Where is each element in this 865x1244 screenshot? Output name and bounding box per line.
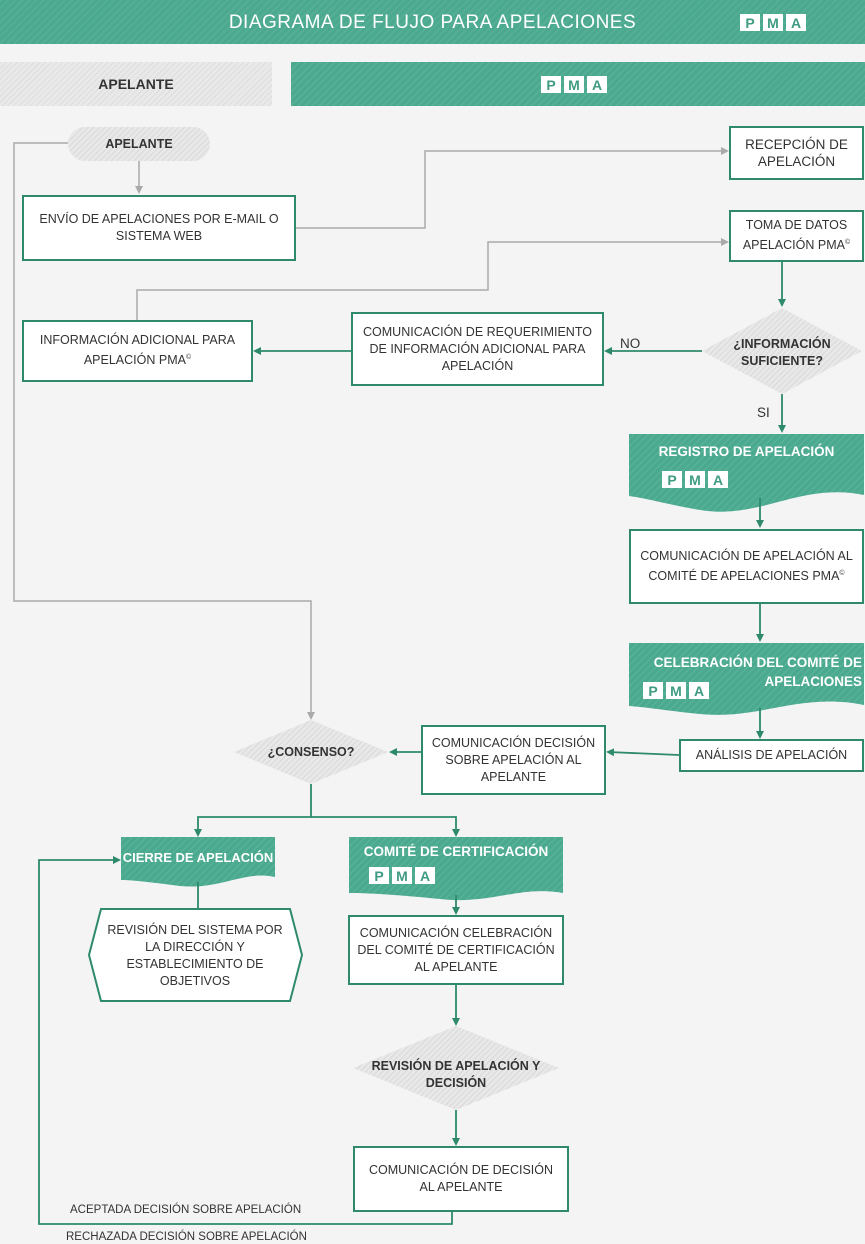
node-envio: ENVÍO DE APELACIONES POR E-MAIL O SISTEM… bbox=[22, 195, 296, 261]
node-comunicacion-cert: COMUNICACIÓN CELEBRACIÓN DEL COMITÉ DE C… bbox=[348, 915, 564, 985]
consenso-diamond bbox=[234, 720, 388, 784]
edge-label-rechazada: RECHAZADA DECISIÓN SOBRE APELACIÓN bbox=[66, 1231, 307, 1243]
edge-label-aceptada: ACEPTADA DECISIÓN SOBRE APELACIÓN bbox=[70, 1204, 302, 1216]
header-bar bbox=[0, 0, 865, 44]
node-cierre: CIERRE DE APELACIÓN bbox=[122, 850, 274, 865]
node-celebracion: CELEBRACIÓN DEL COMITÉ DE APELACIONES bbox=[653, 655, 862, 689]
logo-letter: P bbox=[662, 471, 682, 488]
logo-letter: M bbox=[763, 14, 783, 31]
node-toma-datos: TOMA DE DATOS APELACIÓN PMA© bbox=[729, 210, 864, 262]
node-comunicacion-decision: COMUNICACIÓN DECISIÓN SOBRE APELACIÓN AL… bbox=[421, 725, 606, 795]
node-comunicacion-final-label: COMUNICACIÓN DE DECISIÓN AL APELANTE bbox=[368, 1163, 554, 1194]
logo-letter: A bbox=[786, 14, 806, 31]
node-comunicacion-cert-label: COMUNICACIÓN CELEBRACIÓN DEL COMITÉ DE C… bbox=[357, 925, 555, 974]
logo-letter: M bbox=[564, 76, 584, 93]
node-recepcion: RECEPCIÓN DE APELACIÓN bbox=[729, 126, 864, 180]
edge-label-no: NO bbox=[620, 336, 641, 351]
revision-decision-diamond bbox=[353, 1026, 559, 1110]
cierre-banner bbox=[121, 837, 275, 887]
lane-apelante-label: APELANTE bbox=[98, 76, 174, 92]
node-comunicacion-decision-label: COMUNICACIÓN DECISIÓN SOBRE APELACIÓN AL… bbox=[431, 735, 596, 784]
logo-letter: P bbox=[541, 76, 561, 93]
logo-letter: M bbox=[685, 471, 705, 488]
edge-label-si: SI bbox=[757, 405, 770, 420]
node-comunicacion-comite-label: COMUNICACIÓN DE APELACIÓN AL COMITÉ DE A… bbox=[640, 548, 853, 584]
logo-letter: M bbox=[392, 867, 412, 884]
logo-letter: A bbox=[415, 867, 435, 884]
apelante-terminal bbox=[68, 127, 210, 161]
logo-letter: A bbox=[587, 76, 607, 93]
celebracion-pma-logo: P M A bbox=[643, 682, 709, 699]
node-revision-decision: REVISIÓN DE APELACIÓN Y DECISIÓN bbox=[371, 1059, 541, 1090]
node-comunicacion-final: COMUNICACIÓN DE DECISIÓN AL APELANTE bbox=[353, 1146, 569, 1212]
logo-letter: A bbox=[689, 682, 709, 699]
header-pma-logo: P M A bbox=[740, 14, 806, 31]
logo-letter: M bbox=[666, 682, 686, 699]
comite-cert-pma-logo: P M A bbox=[369, 867, 435, 884]
registro-pma-logo: P M A bbox=[662, 471, 728, 488]
node-apelante: APELANTE bbox=[105, 137, 173, 151]
logo-letter: P bbox=[740, 14, 760, 31]
logo-letter: P bbox=[643, 682, 663, 699]
node-envio-label: ENVÍO DE APELACIONES POR E-MAIL O SISTEM… bbox=[39, 212, 279, 243]
node-comunicacion-req: COMUNICACIÓN DE REQUERIMIENTO DE INFORMA… bbox=[351, 312, 604, 386]
node-revision-sistema: REVISIÓN DEL SISTEMA POR LA DIRECCIÓN Y … bbox=[107, 923, 283, 988]
lane-apelante bbox=[0, 62, 272, 106]
node-comunicacion-comite: COMUNICACIÓN DE APELACIÓN AL COMITÉ DE A… bbox=[629, 529, 864, 604]
node-analisis: ANÁLISIS DE APELACIÓN bbox=[679, 739, 864, 772]
node-comunicacion-req-label: COMUNICACIÓN DE REQUERIMIENTO DE INFORMA… bbox=[363, 324, 592, 373]
node-consenso: ¿CONSENSO? bbox=[267, 745, 355, 759]
logo-letter: A bbox=[708, 471, 728, 488]
registro-banner bbox=[629, 434, 864, 512]
lane-pma-logo: P M A bbox=[541, 76, 607, 93]
logo-letter: P bbox=[369, 867, 389, 884]
node-info-adicional: INFORMACIÓN ADICIONAL PARA APELACIÓN PMA… bbox=[22, 320, 253, 382]
comite-cert-banner bbox=[349, 837, 563, 901]
node-recepcion-label: RECEPCIÓN DE APELACIÓN bbox=[745, 137, 848, 169]
node-analisis-label: ANÁLISIS DE APELACIÓN bbox=[695, 748, 848, 762]
node-info-adicional-label: INFORMACIÓN ADICIONAL PARA APELACIÓN PMA… bbox=[39, 333, 236, 368]
node-comite-cert: COMITÉ DE CERTIFICACIÓN bbox=[363, 844, 549, 859]
node-registro: REGISTRO DE APELACIÓN bbox=[658, 444, 835, 459]
info-suficiente-diamond bbox=[702, 308, 862, 394]
revision-sistema-shape bbox=[87, 908, 304, 1002]
celebracion-banner bbox=[629, 643, 864, 715]
node-info-suficiente: ¿INFORMACIÓN SUFICIENTE? bbox=[733, 337, 831, 368]
node-toma-datos-label: TOMA DE DATOS APELACIÓN PMA© bbox=[742, 218, 851, 253]
page-title: DIAGRAMA DE FLUJO PARA APELACIONES bbox=[228, 12, 637, 33]
